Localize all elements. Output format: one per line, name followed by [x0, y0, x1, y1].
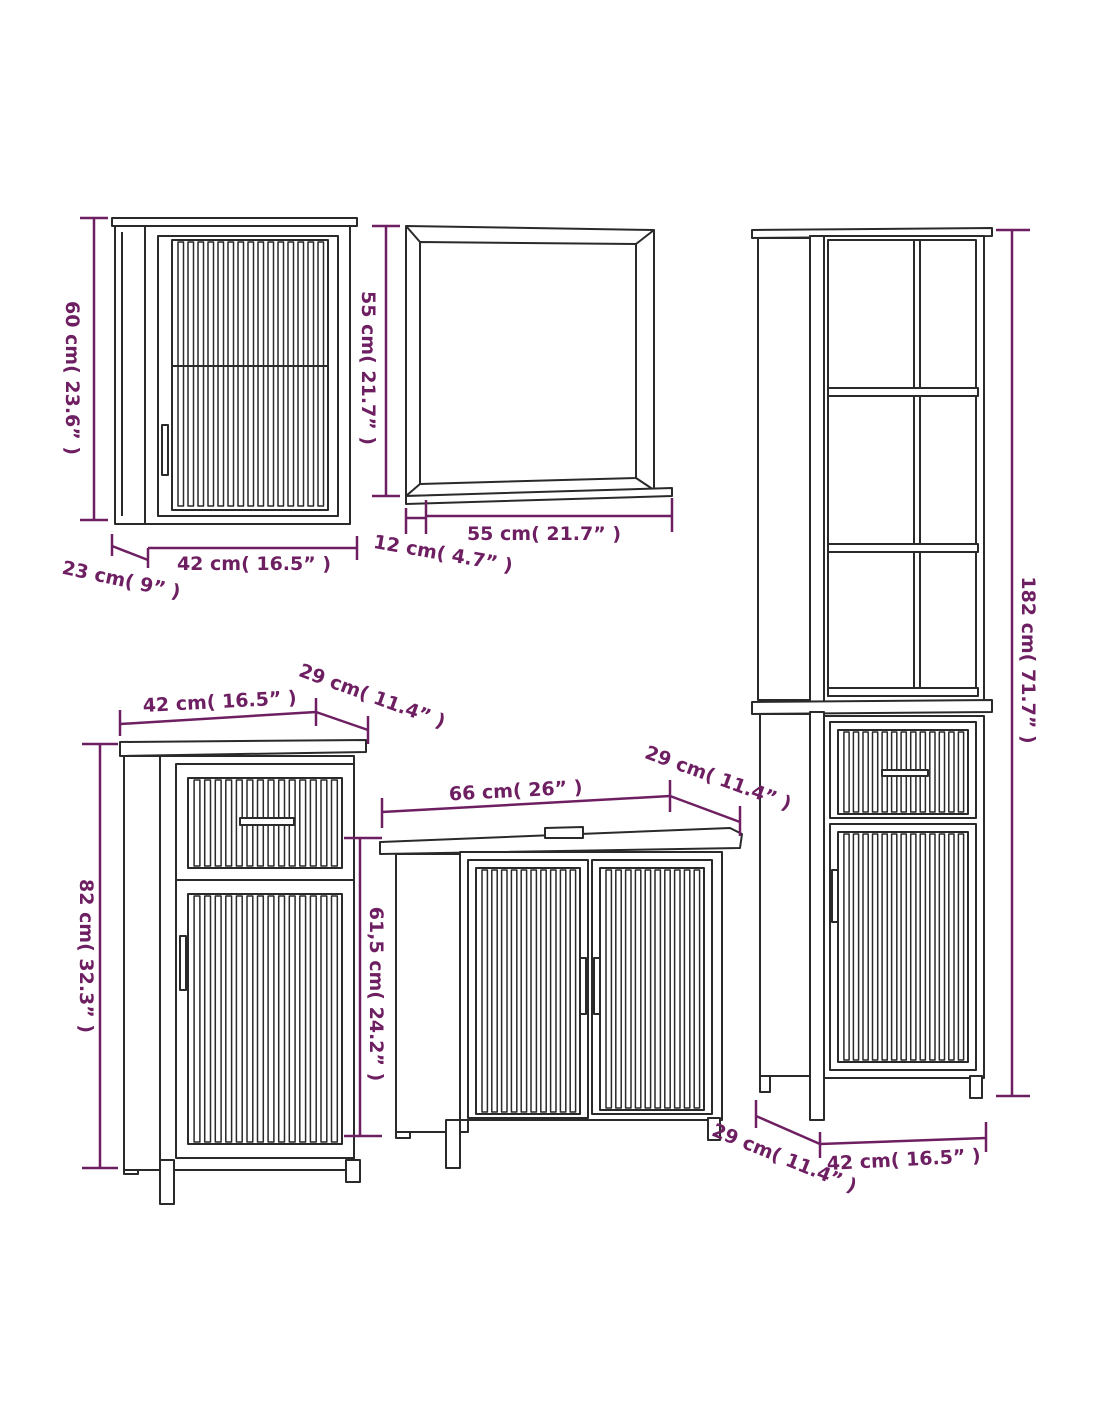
slat [317, 241, 325, 507]
slat [862, 833, 869, 1061]
slat [203, 895, 212, 1143]
slat [615, 869, 622, 1109]
slat [693, 869, 701, 1109]
slat [624, 869, 632, 1109]
slat [235, 895, 243, 1143]
slat [267, 241, 275, 507]
slat [852, 731, 860, 813]
slat [207, 241, 215, 507]
slat [217, 241, 225, 507]
slat [187, 241, 195, 507]
slat [193, 895, 201, 1143]
slat [843, 833, 850, 1061]
slat [520, 869, 528, 1113]
slat [843, 731, 850, 813]
slat [256, 895, 265, 1143]
slat [214, 895, 222, 1143]
tall-cabinet-height-label: 182 cm( 71.7” ) [1017, 576, 1039, 743]
slat [510, 869, 518, 1113]
slat [237, 241, 245, 507]
slat [605, 869, 613, 1109]
slat [481, 869, 489, 1113]
slat [957, 833, 965, 1061]
slat [193, 779, 201, 867]
slat [203, 779, 212, 867]
slat [881, 833, 889, 1061]
slat [929, 731, 936, 813]
slat [549, 869, 557, 1113]
slat [330, 779, 339, 867]
floor-cabinet-width-label: 42 cm( 16.5” ) [142, 687, 297, 717]
floor-cabinet-illustration [119, 739, 367, 1205]
slat [909, 833, 917, 1061]
slat [288, 895, 296, 1143]
slat [862, 731, 869, 813]
sink-cabinet-height-label: 61,5 cm( 24.2” ) [365, 907, 387, 1082]
slat [948, 731, 955, 813]
slat [500, 869, 508, 1113]
sink-cabinet-illustration [379, 826, 743, 1169]
wall-cabinet-height-label: 60 cm( 23.6” ) [61, 301, 83, 455]
slat [246, 895, 254, 1143]
slat [890, 833, 898, 1061]
wall-cabinet-illustration [111, 217, 358, 525]
slat [540, 869, 547, 1113]
slat [247, 241, 255, 507]
slat [871, 731, 879, 813]
slat [277, 241, 285, 507]
slat [320, 779, 328, 867]
floor-cabinet-height-label: 82 cm( 32.3” ) [75, 879, 97, 1033]
slat [225, 779, 233, 867]
slat [664, 869, 671, 1109]
tall-cabinet-illustration [751, 227, 993, 1121]
slat [938, 731, 946, 813]
slat [267, 895, 275, 1143]
slat [559, 869, 567, 1113]
slat [309, 895, 317, 1143]
slat [320, 895, 328, 1143]
mirror-width-label: 55 cm( 21.7” ) [467, 523, 621, 545]
slat [177, 241, 185, 507]
slat [919, 833, 927, 1061]
slat [673, 869, 681, 1109]
dimension-lines [80, 216, 1030, 1170]
slat [569, 869, 577, 1113]
slat [900, 833, 908, 1061]
slat [299, 895, 307, 1143]
slat [297, 241, 305, 507]
slat [227, 241, 235, 507]
tall-cabinet-width-label: 42 cm( 16.5” ) [826, 1145, 981, 1175]
slat [683, 869, 691, 1109]
slat [257, 241, 265, 507]
mirror-height-label: 55 cm( 21.7” ) [357, 291, 379, 445]
floor-cabinet-depth-label: 29 cm( 11.4” ) [296, 660, 448, 733]
slat [309, 779, 317, 867]
slat [852, 833, 860, 1061]
slat [634, 869, 642, 1109]
slat [644, 869, 652, 1109]
slat [225, 895, 233, 1143]
wall-cabinet-width-label: 42 cm( 16.5” ) [177, 553, 331, 575]
slat [197, 241, 205, 507]
slat [957, 731, 965, 813]
slat [330, 895, 339, 1143]
slat [938, 833, 946, 1061]
mirror-illustration [405, 225, 673, 505]
wall-cabinet-depth-label: 23 cm( 9” ) [60, 557, 182, 604]
slat [929, 833, 936, 1061]
slat [299, 779, 307, 867]
slat [654, 869, 662, 1109]
slat [307, 241, 315, 507]
slat [277, 895, 286, 1143]
slat [530, 869, 538, 1113]
slat [214, 779, 222, 867]
slat [948, 833, 955, 1061]
slat [287, 241, 295, 507]
slat [491, 869, 498, 1113]
slat [871, 833, 879, 1061]
